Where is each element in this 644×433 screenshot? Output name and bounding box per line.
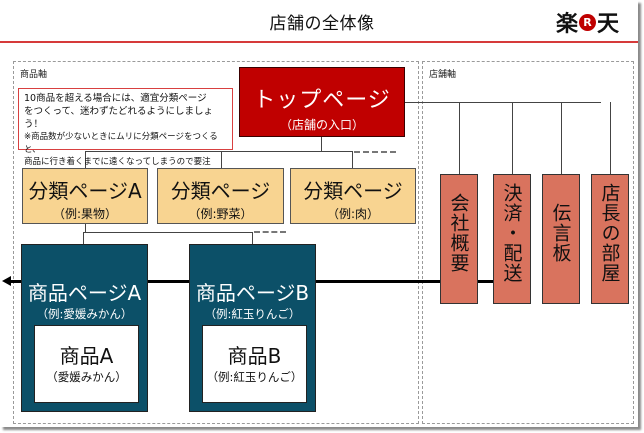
product-page-a: 商品ページA （例:愛媛みかん） 商品A （愛媛みかん）	[21, 244, 148, 412]
store-page-label: 店長の部屋	[598, 183, 621, 283]
product-page-subtitle: （例:愛媛みかん）	[36, 307, 133, 321]
cross-link-arrow-line-store	[478, 280, 493, 283]
category-title: 分類ページ	[170, 179, 271, 203]
header-divider	[0, 41, 638, 43]
product-page-title: 商品ページB	[195, 281, 310, 305]
product-item-box: 商品B （例:紅玉りんご）	[202, 325, 307, 403]
category-subtitle: （例:果物）	[52, 207, 118, 221]
connector-category-more	[354, 151, 396, 153]
connector-cat-a	[85, 151, 86, 168]
product-item-title: 商品B	[227, 344, 282, 368]
store-page-label: 会社概要	[447, 193, 470, 273]
connector-store-2	[512, 102, 513, 174]
note-box: 10商品を超える場合には、適宜分類ページ をつくって、迷わずたどれるようにしまし…	[18, 88, 233, 180]
store-page-company: 会社概要	[440, 174, 478, 304]
category-box-meat: 分類ページ （例:肉）	[290, 168, 416, 224]
connector-store-from-top	[405, 102, 601, 103]
store-page-payment-shipping: 決済・配送	[493, 174, 531, 304]
page-title: 店舗の全体像	[269, 14, 375, 34]
logo-left-char: 楽	[556, 12, 579, 37]
connector-store-4	[610, 102, 611, 174]
arrow-left-icon	[2, 276, 11, 286]
connector-store-1	[459, 102, 460, 174]
store-page-manager-room: 店長の部屋	[591, 174, 629, 304]
store-axis-label: 店舗軸	[429, 70, 457, 80]
product-axis-section	[13, 61, 419, 424]
logo-right-char: 天	[597, 12, 620, 37]
store-page-message-board: 伝言板	[542, 174, 580, 304]
product-axis-label: 商品軸	[20, 70, 48, 80]
store-axis-section	[422, 61, 634, 424]
rakuten-logo: 楽 R 天	[556, 6, 619, 38]
logo-r-icon: R	[579, 13, 597, 31]
product-page-b: 商品ページB （例:紅玉りんご） 商品B （例:紅玉りんご）	[189, 244, 316, 412]
connector-top-down	[321, 137, 322, 152]
category-title: 分類ページA	[28, 179, 142, 203]
store-page-label: 決済・配送	[500, 183, 523, 283]
connector-product-more	[254, 231, 286, 233]
connector-cat-a-down	[85, 224, 86, 232]
category-box-a: 分類ページA （例:果物）	[22, 168, 148, 224]
note-line-2: をつくって、迷わずたどれるようにしましょう！	[24, 106, 214, 130]
store-page-label: 伝言板	[549, 203, 572, 263]
category-subtitle: （例:野菜）	[188, 207, 253, 221]
connector-product-bus	[83, 232, 252, 233]
top-page-subtitle: （店舗の入口）	[279, 118, 364, 132]
connector-prod-a	[83, 232, 84, 244]
note-line-3: ※商品数が少ないときにムリに分類ページをつくると、	[24, 132, 218, 155]
product-item-title: 商品A	[59, 344, 114, 368]
product-page-subtitle: （例:紅玉りんご）	[204, 307, 301, 321]
category-subtitle: （例:肉）	[326, 207, 380, 221]
category-title: 分類ページ	[303, 179, 403, 203]
connector-store-3	[561, 102, 562, 174]
product-page-title: 商品ページA	[27, 281, 142, 305]
product-item-subtitle: （例:紅玉りんご）	[206, 370, 303, 384]
top-page-box: トップページ （店舗の入口）	[239, 67, 405, 137]
note-line-1: 10商品を超える場合には、適宜分類ページ	[24, 93, 207, 104]
connector-cat-b	[221, 151, 222, 168]
connector-prod-b	[252, 232, 253, 244]
product-item-box: 商品A （愛媛みかん）	[34, 325, 139, 403]
connector-cat-c	[352, 151, 353, 168]
connector-category-bus	[85, 151, 353, 152]
category-box-vegetables: 分類ページ （例:野菜）	[157, 168, 284, 224]
product-item-subtitle: （愛媛みかん）	[46, 370, 127, 384]
top-page-title: トップページ	[253, 88, 391, 113]
